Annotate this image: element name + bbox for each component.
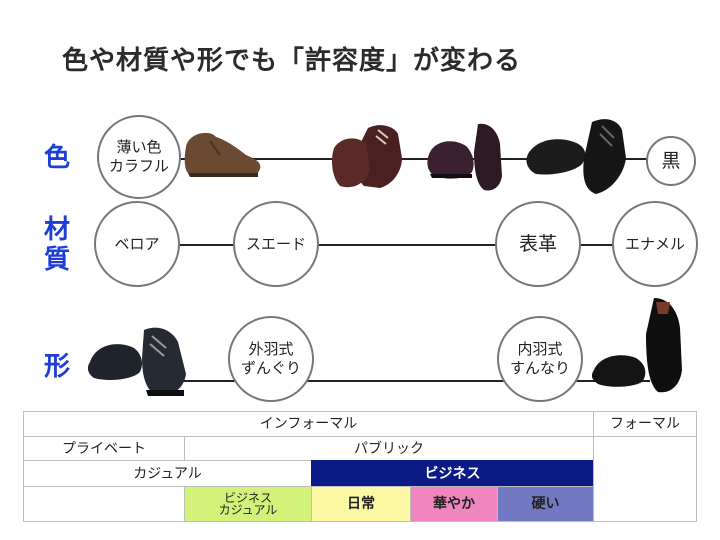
cell-private: プライベート bbox=[23, 436, 185, 461]
row-label-material-1: 材 bbox=[44, 215, 71, 245]
circle-suede: スエード bbox=[233, 201, 319, 287]
cell-blank bbox=[23, 486, 185, 522]
cell-business: ビジネス bbox=[311, 460, 594, 487]
shoe-icon bbox=[427, 123, 502, 191]
row-label-shape: 形 bbox=[44, 352, 71, 382]
row-label-material: 材 質 bbox=[44, 215, 70, 275]
circle-enamel: エナメル bbox=[612, 201, 698, 287]
circle-velour: ベロア bbox=[94, 201, 180, 287]
shoe-icon bbox=[332, 125, 402, 188]
cell-everyday: 日常 bbox=[311, 486, 411, 522]
material-axis-line bbox=[140, 244, 680, 246]
shoe-icon bbox=[184, 132, 261, 177]
row-label-material-2: 質 bbox=[44, 245, 71, 275]
row-label-color: 色 bbox=[44, 143, 71, 173]
shoe-icon bbox=[591, 298, 682, 393]
cell-flashy: 華やか bbox=[410, 486, 498, 522]
page-title: 色や材質や形でも「許容度」が変わる bbox=[62, 46, 522, 76]
shape-axis-line bbox=[180, 380, 650, 382]
cell-business-casual: ビジネス カジュアル bbox=[184, 486, 312, 522]
cell-casual: カジュアル bbox=[23, 460, 312, 487]
color-axis-line bbox=[140, 158, 675, 160]
circle-leather: 表革 bbox=[495, 201, 581, 287]
shoe-icon bbox=[87, 327, 186, 396]
cell-stiff: 硬い bbox=[497, 486, 594, 522]
circle-light-colorful: 薄い色 カラフル bbox=[97, 115, 181, 199]
cell-informal: インフォーマル bbox=[23, 411, 594, 437]
circle-black: 黒 bbox=[646, 136, 696, 186]
circle-closed-lacing: 内羽式 すんなり bbox=[497, 316, 583, 402]
cell-formal-span bbox=[593, 436, 697, 522]
cell-formal: フォーマル bbox=[593, 411, 697, 437]
circle-open-lacing: 外羽式 ずんぐり bbox=[228, 316, 314, 402]
shoe-icon bbox=[526, 119, 626, 194]
cell-public: パブリック bbox=[184, 436, 594, 461]
